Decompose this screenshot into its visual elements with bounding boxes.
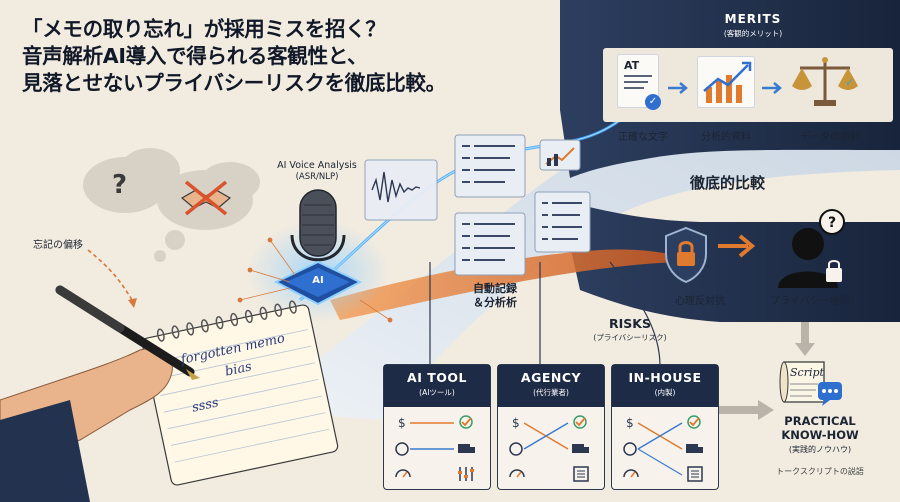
merits-heading: MERITS xyxy=(724,12,782,26)
gauge-icon xyxy=(395,469,411,478)
headline: 「メモの取り忘れ」が採用ミスを招く？ 音声解析AI導入で得られる客観性と、 見落… xyxy=(22,16,492,97)
script-scroll-icon xyxy=(779,361,842,406)
ai-chip xyxy=(273,260,363,306)
knowhow-subtitle: (実践的ノウハウ) xyxy=(788,445,852,454)
checklist-icon xyxy=(687,466,703,482)
merits-subheading: (客観的メリット) xyxy=(723,29,783,38)
growth-chart-icon xyxy=(697,56,755,108)
microphone xyxy=(290,189,346,282)
stopwatch-icon xyxy=(509,442,523,456)
option-comparison-icons: $ xyxy=(623,415,703,482)
headline-line-2: 音声解析AI導入で得られる客観性と、 xyxy=(22,44,368,68)
question-mark-icon: ? xyxy=(112,170,128,200)
risks-subheading: (プライバシーリスク) xyxy=(593,333,667,342)
merit-item-2: 分析的資料 xyxy=(701,132,751,143)
comparison-heading: 徹底的比較 xyxy=(690,174,766,192)
ai-voice-analysis-sublabel: (ASR/NLP) xyxy=(295,172,339,182)
option-comparison-icons: $ xyxy=(395,415,475,481)
hand-with-pen xyxy=(0,285,200,502)
stopwatch-icon xyxy=(395,442,409,456)
bias-label: 忘記の偏移 xyxy=(33,240,83,251)
money-bag-icon: $ xyxy=(512,416,520,430)
auto-record-line-1: 自動記録 xyxy=(473,282,517,295)
checklist-icon xyxy=(573,466,589,482)
shield-lock-icon xyxy=(665,226,707,284)
ai-voice-analysis-label: AI Voice Analysis xyxy=(277,160,357,171)
balance-scale-icon xyxy=(792,57,858,106)
arrow-right-icon xyxy=(668,82,688,94)
document-icon: AT xyxy=(617,54,659,108)
auto-record-line-2: ＆分析析 xyxy=(473,296,517,309)
knowhow-title-line-2: KNOW-HOW xyxy=(781,428,859,442)
knowhow-title: PRACTICAL KNOW-HOW xyxy=(765,414,875,442)
option-title: AGENCY xyxy=(520,370,582,385)
option-card-in-house-header: IN-HOUSE (内製) xyxy=(612,365,718,407)
check-icon: ✓ xyxy=(645,94,661,110)
broken-handshake-icon xyxy=(180,180,232,216)
gauge-icon xyxy=(509,469,525,478)
worried-person-icon: ? xyxy=(778,209,845,288)
arrow-right-icon-2 xyxy=(762,82,782,94)
auto-record-label: 自動記録 ＆分析析 xyxy=(455,282,535,310)
arrow-right-icon-3 xyxy=(718,234,756,258)
risk-item-2: プライバシー権因 xyxy=(770,296,850,307)
ai-chip-label: AI xyxy=(312,275,324,286)
gauge-icon xyxy=(623,469,639,478)
option-card-ai-tool-header: AI TOOL (AIツール) xyxy=(384,365,490,407)
option-subtitle: (内製) xyxy=(654,388,676,397)
risk-item-1: 心理反対抗 xyxy=(675,296,725,307)
knowhow-title-line-1: PRACTICAL xyxy=(784,414,856,428)
option-title: AI TOOL xyxy=(407,370,467,385)
money-bag-icon: $ xyxy=(626,416,634,430)
headline-line-3: 見落とせないプライバシーリスクを徹底比較。 xyxy=(22,71,446,95)
merit-item-1: 正確な文字 xyxy=(618,132,668,143)
option-subtitle: (代行業者) xyxy=(533,388,569,397)
option-subtitle: (AIツール) xyxy=(419,388,455,397)
risk-stream xyxy=(330,249,690,320)
notebook xyxy=(141,300,339,486)
network-lines xyxy=(237,237,393,323)
stopwatch-icon xyxy=(623,442,637,456)
document-icon-text: AT xyxy=(624,59,640,72)
svg-text:?: ? xyxy=(828,215,836,231)
script-label: Script xyxy=(790,366,824,379)
knowhow-note: トークスクリプトの説語 xyxy=(776,467,864,476)
data-panels xyxy=(364,134,591,276)
data-stream xyxy=(250,100,900,420)
option-card-in-house: IN-HOUSE (内製) $ xyxy=(611,364,719,490)
risks-heading: RISKS xyxy=(609,316,651,331)
merit-item-3: データの指針 xyxy=(800,132,860,143)
check-icon-2: ✓ xyxy=(845,76,855,89)
option-title: IN-HOUSE xyxy=(628,370,702,385)
option-card-agency: AGENCY (代行業者) $ xyxy=(497,364,605,490)
option-card-ai-tool: AI TOOL (AIツール) $ xyxy=(383,364,491,490)
option-card-agency-header: AGENCY (代行業者) xyxy=(498,365,604,407)
headline-line-1: 「メモの取り忘れ」が採用ミスを招く？ xyxy=(22,17,386,41)
money-bag-icon: $ xyxy=(398,416,406,430)
option-comparison-icons: $ xyxy=(509,415,589,482)
